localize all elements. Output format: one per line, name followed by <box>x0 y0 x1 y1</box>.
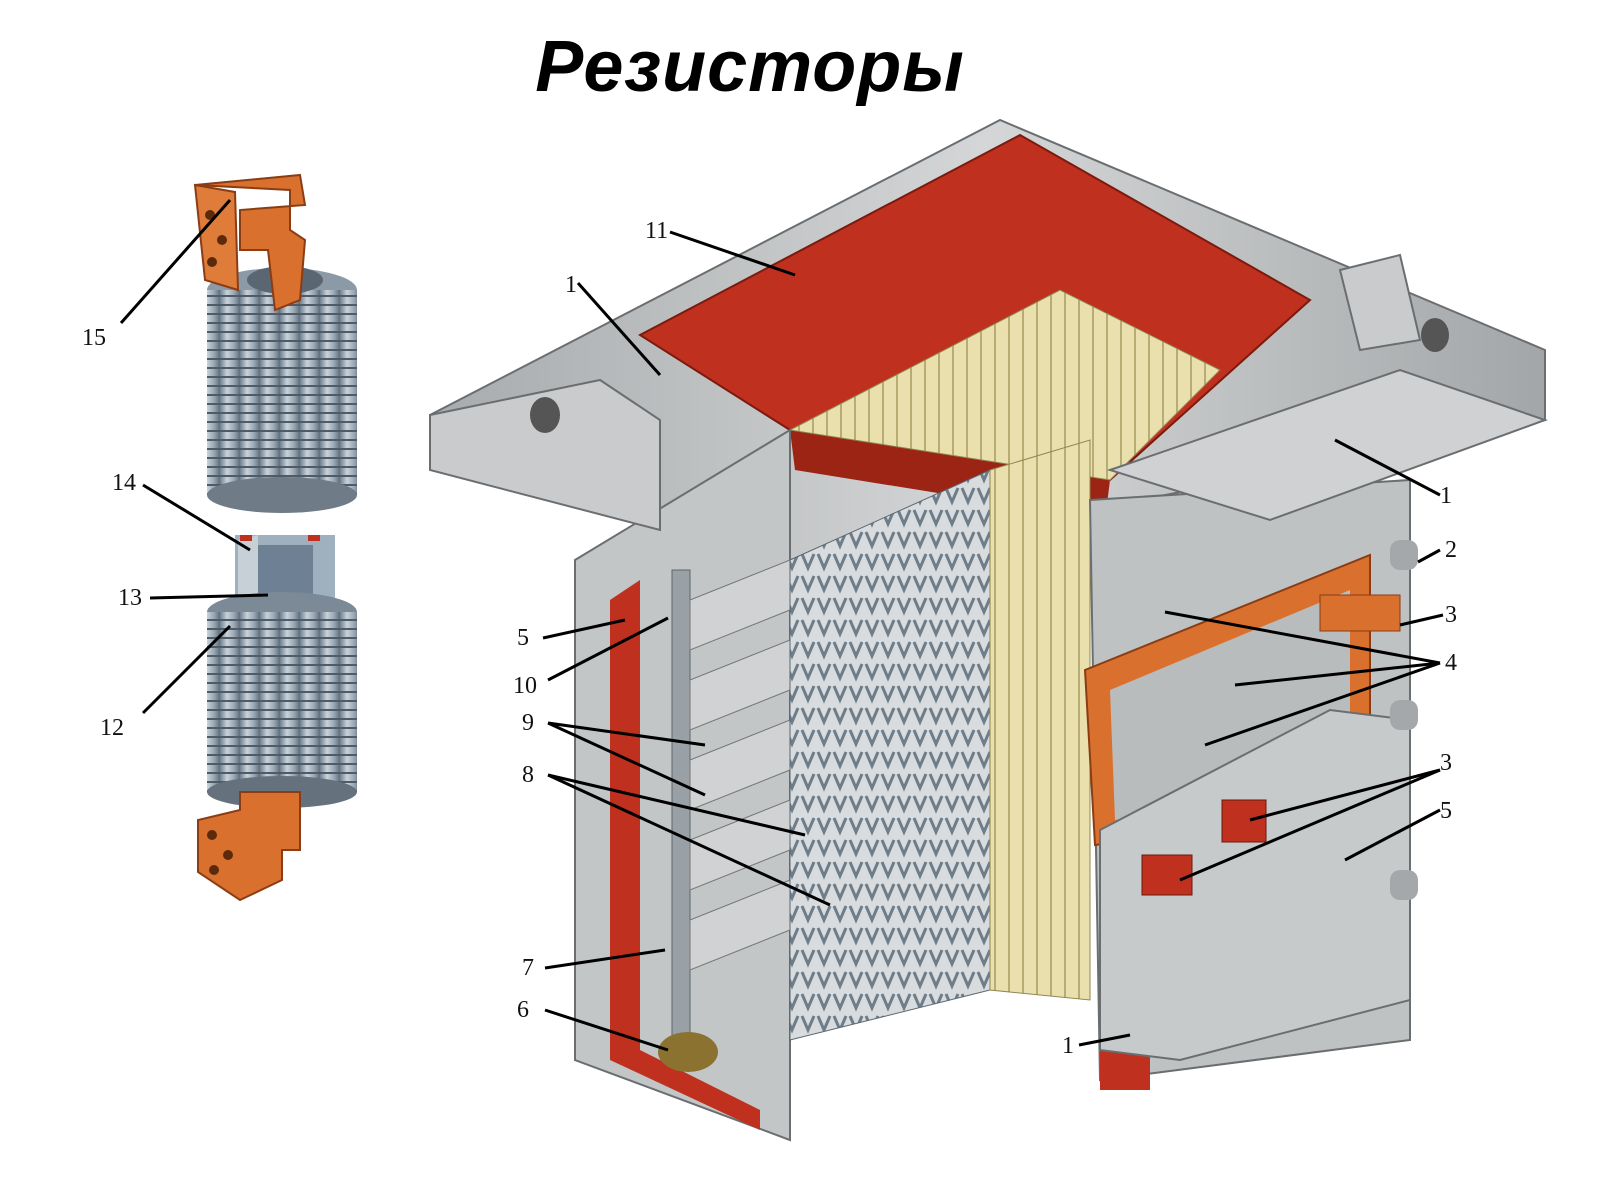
callout-10: 10 <box>513 673 537 699</box>
callout-13: 13 <box>118 585 142 611</box>
leader-8b <box>547 773 831 907</box>
coil-resistor-upper <box>193 173 357 513</box>
leader-5a <box>542 618 626 640</box>
leader-11 <box>669 230 796 277</box>
leader-12 <box>141 624 232 715</box>
resistor-box <box>429 118 1548 1142</box>
callout-5-left: 5 <box>517 625 529 651</box>
callout-4: 4 <box>1445 650 1457 676</box>
leader-lines <box>119 199 1444 1052</box>
leader-4c <box>1204 661 1441 747</box>
leader-3a <box>1399 613 1444 627</box>
leader-4b <box>1234 661 1441 687</box>
leader-13 <box>149 593 269 600</box>
callout-1-top-right: 1 <box>1440 483 1452 509</box>
callout-14: 14 <box>112 470 136 496</box>
leader-4a <box>1164 610 1441 665</box>
callout-9: 9 <box>522 710 534 736</box>
leader-9a <box>547 721 706 747</box>
callout-7: 7 <box>522 955 534 981</box>
leader-9b <box>547 721 706 797</box>
coil-resistor-lower <box>197 535 357 902</box>
leader-10 <box>547 616 669 682</box>
leader-15 <box>119 199 232 324</box>
leader-7 <box>544 948 666 970</box>
page-title: Резисторы <box>535 27 965 107</box>
callout-3-lower: 3 <box>1440 750 1452 776</box>
callout-6: 6 <box>517 997 529 1023</box>
leader-6 <box>544 1008 669 1052</box>
callout-1-bottom: 1 <box>1062 1033 1074 1059</box>
callout-1-top-left: 1 <box>565 272 577 298</box>
leader-3c <box>1179 768 1441 882</box>
leader-2 <box>1417 548 1441 564</box>
leader-5b <box>1344 808 1441 862</box>
callout-5-right: 5 <box>1440 798 1452 824</box>
callout-11: 11 <box>645 218 668 244</box>
callout-12: 12 <box>100 715 124 741</box>
holder-brackets <box>689 559 791 971</box>
leader-1b <box>1334 438 1441 497</box>
leader-1a <box>576 282 662 376</box>
callout-15: 15 <box>82 325 106 351</box>
leader-8a <box>547 773 806 837</box>
leader-1c <box>1078 1033 1131 1047</box>
callout-8: 8 <box>522 762 534 788</box>
callout-labels: 15 14 13 12 11 1 1 1 2 3 3 4 5 5 6 7 8 9… <box>82 218 1457 1059</box>
leader-14 <box>142 483 251 552</box>
callout-3-upper: 3 <box>1445 602 1457 628</box>
leader-3b <box>1249 768 1441 822</box>
callout-2: 2 <box>1445 537 1457 563</box>
